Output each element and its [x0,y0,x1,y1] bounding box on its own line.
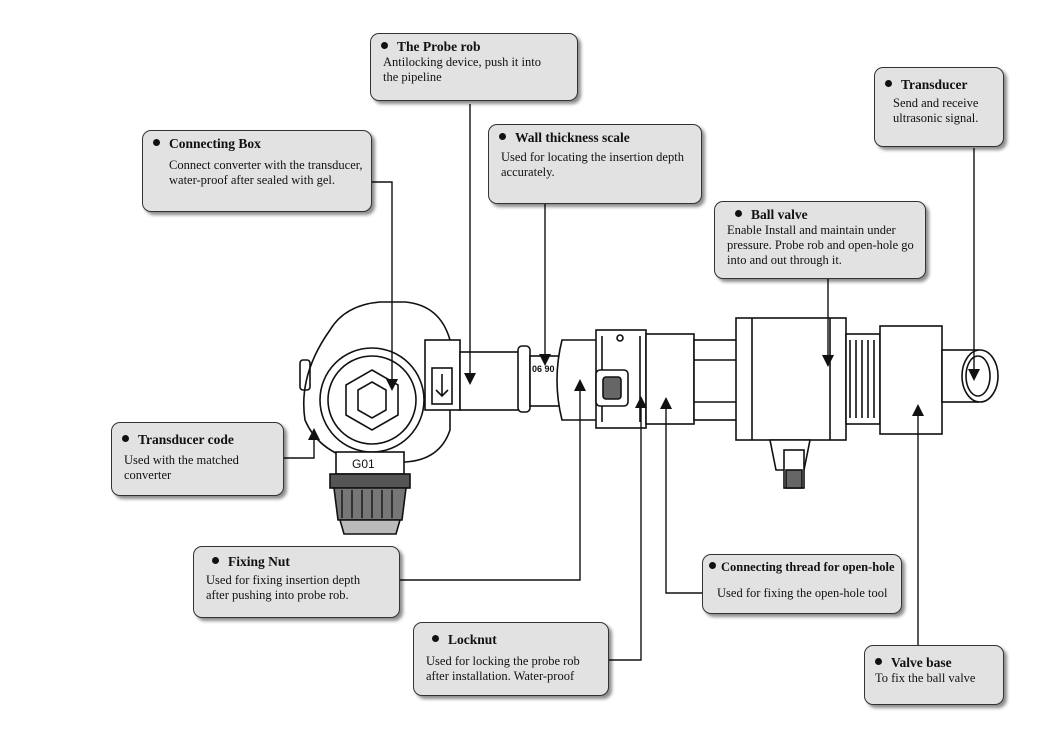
callout-title: Wall thickness scale [515,130,630,145]
callout-ball-valve: Ball valve Enable Install and maintain u… [714,201,926,279]
callout-title: Transducer code [138,432,234,447]
callout-line: Send and receive [893,96,979,110]
callout-title: Transducer [901,77,968,92]
callout-line: converter [124,468,172,482]
callout-line: after installation. Water-proof [426,669,575,683]
callout-probe-rob: The Probe rob Antilocking device, push i… [370,33,578,101]
callout-connecting-thread: Connecting thread for open-hole Used for… [702,554,902,614]
callout-line: To fix the ball valve [875,671,976,685]
callout-title: Valve base [891,655,952,670]
scale-mark: 06 90 [532,364,555,374]
callout-title: Connecting Box [169,136,261,151]
bullet-icon [875,658,882,665]
callout-line: Used for fixing the open-hole tool [717,586,888,600]
callout-line: Antilocking device, push it into [383,55,541,69]
callout-line: pressure. Probe rob and open-hole go [727,238,914,252]
bullet-icon [381,42,388,49]
arrowheads [308,354,980,440]
callout-line: after pushing into probe rob. [206,588,349,602]
callout-line: ultrasonic signal. [893,111,979,125]
callout-connecting-box: Connecting Box Connect converter with th… [142,130,372,212]
callout-line: the pipeline [383,70,442,84]
callout-line: Used for fixing insertion depth [206,573,361,587]
locknut-body [595,329,647,429]
callout-title: Connecting thread for open-hole [721,560,895,574]
bullet-icon [709,562,716,569]
callout-title: The Probe rob [397,39,481,54]
bullet-icon [432,635,439,642]
callout-line: Enable Install and maintain under [727,223,896,237]
callout-title: Locknut [448,632,497,647]
valve-base-body [845,325,943,435]
callout-line: Used for locating the insertion depth [501,150,684,164]
bullet-icon [122,435,129,442]
callout-line: into and out through it. [727,253,842,267]
callout-line: Used for locking the probe rob [426,654,580,668]
callout-fixing-nut: Fixing Nut Used for fixing insertion dep… [193,546,400,618]
bullet-icon [885,80,892,87]
fixing-nut-body [556,339,599,421]
connecting-box-housing [299,301,461,463]
transducer-body [941,349,999,403]
bullet-icon [212,557,219,564]
callout-title: Ball valve [751,207,808,222]
code-plate-label: G01 [352,457,375,471]
bullet-icon [153,139,160,146]
callout-line: Used with the matched [124,453,239,467]
bullet-icon [735,210,742,217]
bullet-icon [499,133,506,140]
callout-valve-base: Valve base To fix the ball valve [864,645,1004,705]
cable-gland: G01 [329,451,411,535]
callout-line: accurately. [501,165,555,179]
leader-lines [284,104,975,661]
callout-title: Fixing Nut [228,554,290,569]
ball-valve-body [735,317,847,489]
callout-line: water-proof after sealed with gel. [169,173,335,187]
callout-wall-thickness: Wall thickness scale Used for locating t… [488,124,702,204]
connecting-thread-body [645,333,739,425]
callout-line: Connect converter with the transducer, [169,158,363,172]
